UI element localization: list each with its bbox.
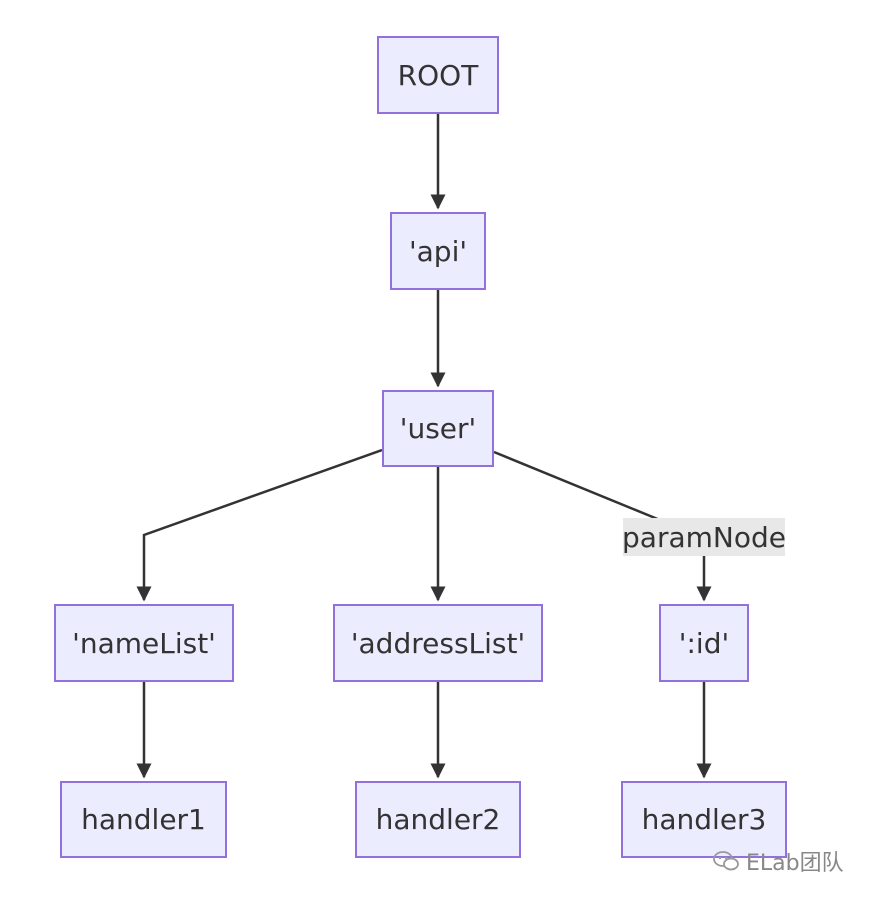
node-root: ROOT [377,36,499,114]
node-api-label: 'api' [408,234,468,268]
node-user: 'user' [382,390,494,467]
edge-label-param-node: paramNode [622,518,786,556]
wechat-icon [713,851,739,871]
node-name-list: 'nameList' [54,604,234,682]
node-handler2: handler2 [355,781,521,858]
node-handler1: handler1 [60,781,227,858]
edge-user-namelist [136,448,383,602]
node-address-list-label: 'addressList' [350,626,526,660]
edge-label-param-node-text: paramNode [622,520,786,554]
node-name-list-label: 'nameList' [72,626,216,660]
watermark-text: ELab团队 [746,851,844,876]
watermark: ELab团队 [712,845,844,877]
node-api: 'api' [390,212,486,290]
node-id-label: ':id' [678,626,730,660]
node-handler3: handler3 [621,781,787,858]
node-root-label: ROOT [397,58,479,92]
node-user-label: 'user' [399,412,477,445]
node-address-list: 'addressList' [333,604,543,682]
node-id: ':id' [659,604,749,682]
node-handler3-label: handler3 [641,803,767,836]
node-handler1-label: handler1 [81,803,206,836]
edge-user-id [493,450,661,522]
node-handler2-label: handler2 [375,803,501,836]
